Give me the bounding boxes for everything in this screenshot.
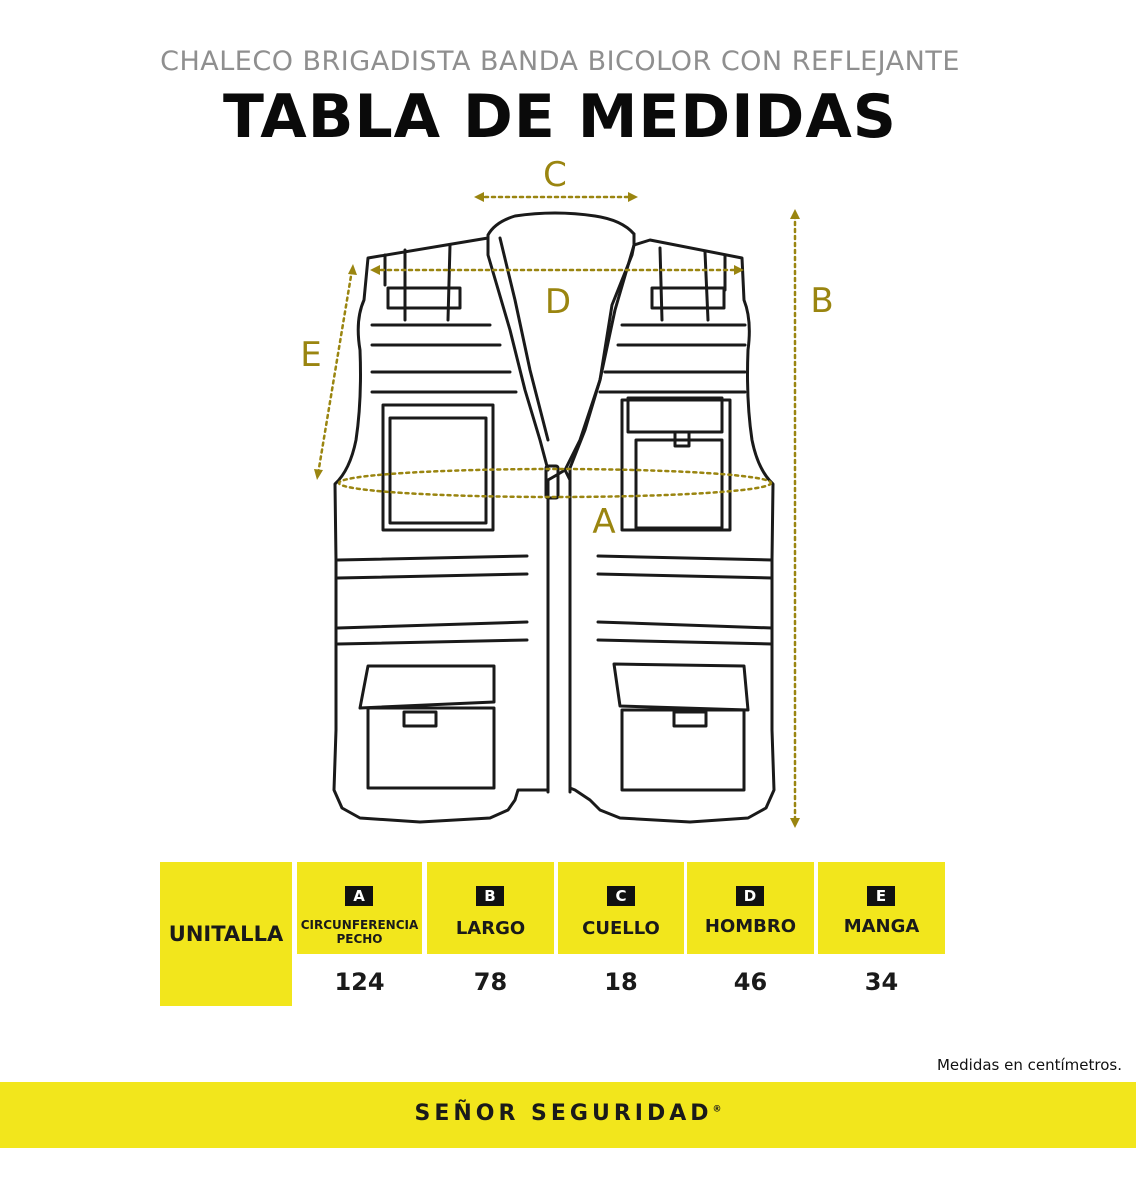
page-title: TABLA DE MEDIDAS xyxy=(223,82,897,152)
column-name-c: CUELLO xyxy=(582,918,660,939)
dimension-e-label: E xyxy=(300,335,321,375)
column-name-d: HOMBRO xyxy=(704,916,797,937)
value-c: 18 xyxy=(604,968,638,996)
column-letter-c: C xyxy=(607,886,635,906)
column-header-c: C CUELLO xyxy=(558,862,684,954)
registered-mark: ® xyxy=(712,1104,722,1115)
column-letter-a: A xyxy=(345,886,373,906)
left-lower-pocket-flap xyxy=(358,664,496,710)
column-letter-d: D xyxy=(736,886,764,906)
value-b: 78 xyxy=(473,968,508,996)
column-name-b: LARGO xyxy=(455,918,526,939)
left-chest-pocket xyxy=(381,403,495,532)
dimension-b-label: B xyxy=(810,281,833,321)
dimension-a-ellipse xyxy=(337,467,773,499)
dimension-a-label: A xyxy=(592,502,615,542)
column-letter-e: E xyxy=(867,886,895,906)
column-header-a: A CIRCUNFERENCIA PECHO xyxy=(297,862,422,954)
units-footnote: Medidas en centímetros. xyxy=(936,1056,1122,1074)
right-shoulder-patch xyxy=(650,286,726,310)
dimension-e-line xyxy=(316,268,354,476)
column-header-b: B LARGO xyxy=(427,862,554,954)
column-name-a: CIRCUNFERENCIA PECHO xyxy=(300,918,419,946)
vest-outline-left xyxy=(332,211,636,824)
brand-name: SEÑOR SEGURIDAD xyxy=(414,1101,713,1126)
column-name-e: MANGA xyxy=(843,916,920,937)
value-a: 124 xyxy=(334,968,385,996)
column-header-e: E MANGA xyxy=(818,862,945,954)
dimension-d-label: D xyxy=(545,282,571,322)
size-label-cell: UNITALLA xyxy=(160,862,292,1006)
vest-outline-right xyxy=(563,232,776,824)
brand-logo: SEÑOR SEGURIDAD® xyxy=(0,1101,1136,1126)
value-d: 46 xyxy=(733,968,768,996)
size-label: UNITALLA xyxy=(168,922,284,946)
right-chest-pocket xyxy=(620,398,732,532)
footer-band xyxy=(0,1082,1136,1148)
column-letter-b: B xyxy=(476,886,504,906)
left-shoulder-patch xyxy=(386,286,462,310)
value-e: 34 xyxy=(864,968,899,996)
right-lower-pocket-flap xyxy=(612,662,750,712)
vest-diagram: C D B E A xyxy=(300,155,834,828)
dimension-c-label: C xyxy=(543,155,567,195)
column-header-d: D HOMBRO xyxy=(687,862,814,954)
product-subtitle: CHALECO BRIGADISTA BANDA BICOLOR CON REF… xyxy=(160,46,960,77)
